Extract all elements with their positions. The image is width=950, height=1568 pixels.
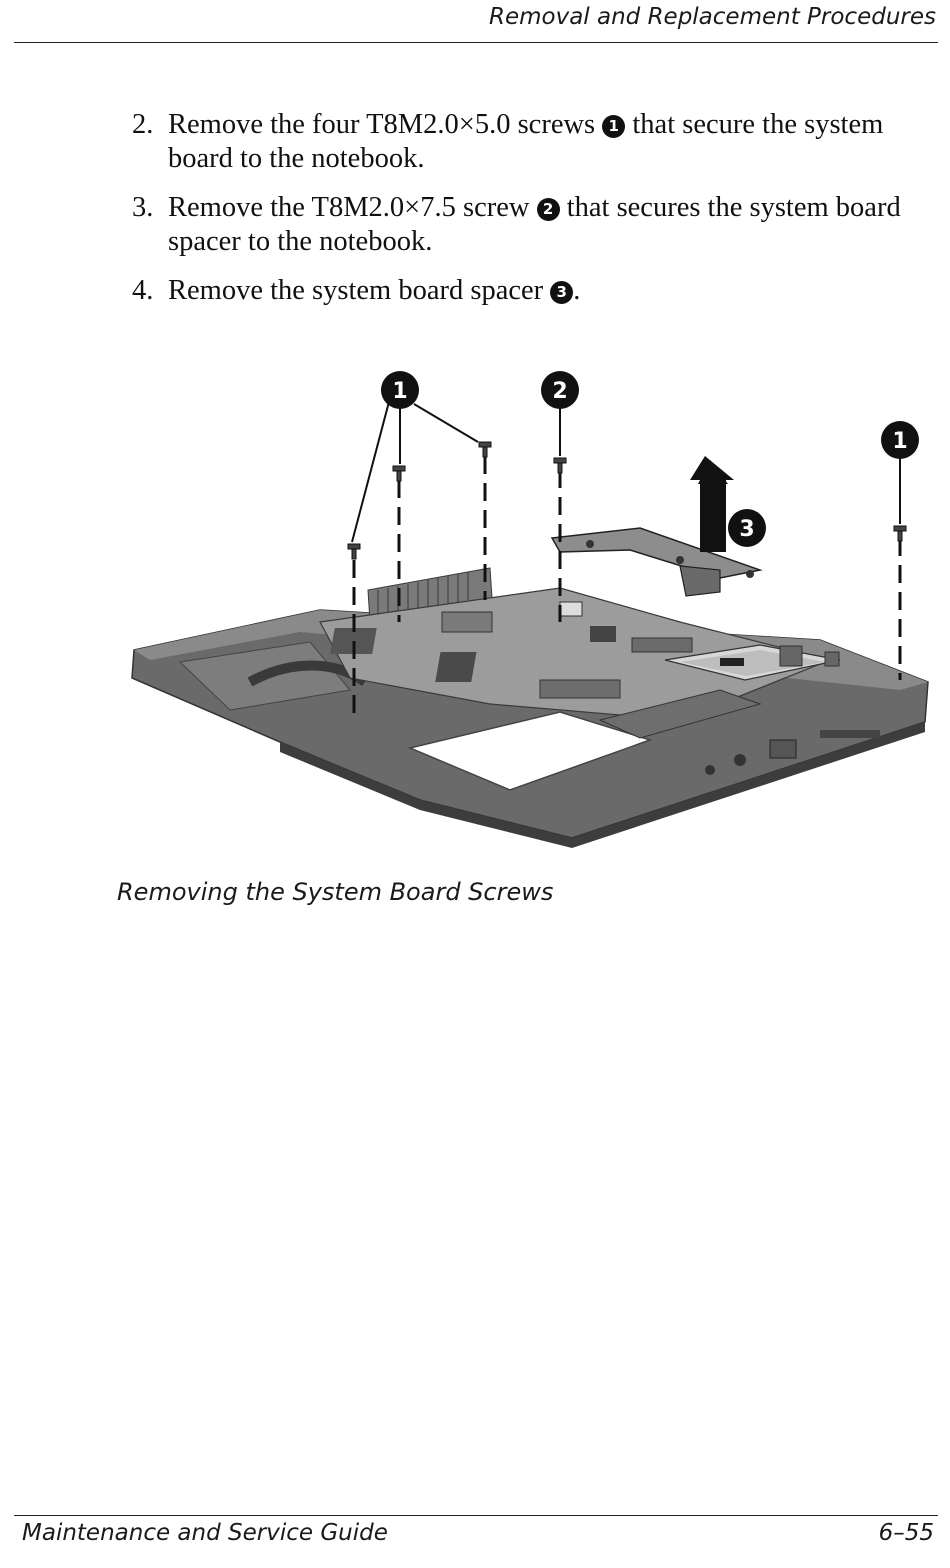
system-board-spacer xyxy=(550,527,763,597)
callout-3-icon: 3 xyxy=(550,281,574,304)
step-number: 3. xyxy=(132,192,154,223)
step-text: Remove the four T8M2.0×5.0 screws xyxy=(168,109,603,140)
step-item: 3. Remove the T8M2.0×7.5 screw 2 that se… xyxy=(132,191,922,259)
step-text: that secures the system board spacer to … xyxy=(168,192,901,257)
page-number: 6–55 xyxy=(878,1520,934,1546)
step-text: Remove the T8M2.0×7.5 screw xyxy=(168,192,537,223)
svg-text:2: 2 xyxy=(552,379,567,404)
lift-arrow-icon xyxy=(690,456,734,552)
system-board xyxy=(319,587,880,775)
callout-3-icon: 3 xyxy=(728,509,766,547)
step-list: 2. Remove the four T8M2.0×5.0 screws 1 t… xyxy=(132,108,922,323)
step-text: that secure the system board to the note… xyxy=(168,109,884,174)
callout-2-icon: 2 xyxy=(536,198,560,221)
callout-1-icon: 1 xyxy=(881,421,919,459)
step-number: 2. xyxy=(132,109,154,140)
callout-2-icon: 2 xyxy=(541,371,579,409)
svg-text:3: 3 xyxy=(739,517,754,542)
svg-text:1: 1 xyxy=(892,429,907,454)
step-text: Remove the system board spacer xyxy=(168,275,551,306)
svg-text:1: 1 xyxy=(392,379,407,404)
callout-1-icon: 1 xyxy=(602,115,626,138)
figure-caption: Removing the System Board Screws xyxy=(117,878,554,906)
footer-guide-title: Maintenance and Service Guide xyxy=(22,1520,388,1546)
screw-paths xyxy=(352,456,902,720)
screw-icon xyxy=(347,441,907,560)
system-board-illustration: 1 2 1 3 xyxy=(131,371,929,848)
step-item: 4. Remove the system board spacer 3. xyxy=(132,274,922,308)
callout-leader-lines xyxy=(351,397,901,543)
running-header: Removal and Replacement Procedures xyxy=(488,4,936,30)
step-item: 2. Remove the four T8M2.0×5.0 screws 1 t… xyxy=(132,108,922,176)
step-text: . xyxy=(573,275,581,306)
step-number: 4. xyxy=(132,275,154,306)
system-board-figure: 1 2 1 3 xyxy=(120,360,940,850)
footer-rule xyxy=(14,1515,938,1516)
header-rule xyxy=(14,42,938,43)
callout-1-icon: 1 xyxy=(381,371,419,409)
